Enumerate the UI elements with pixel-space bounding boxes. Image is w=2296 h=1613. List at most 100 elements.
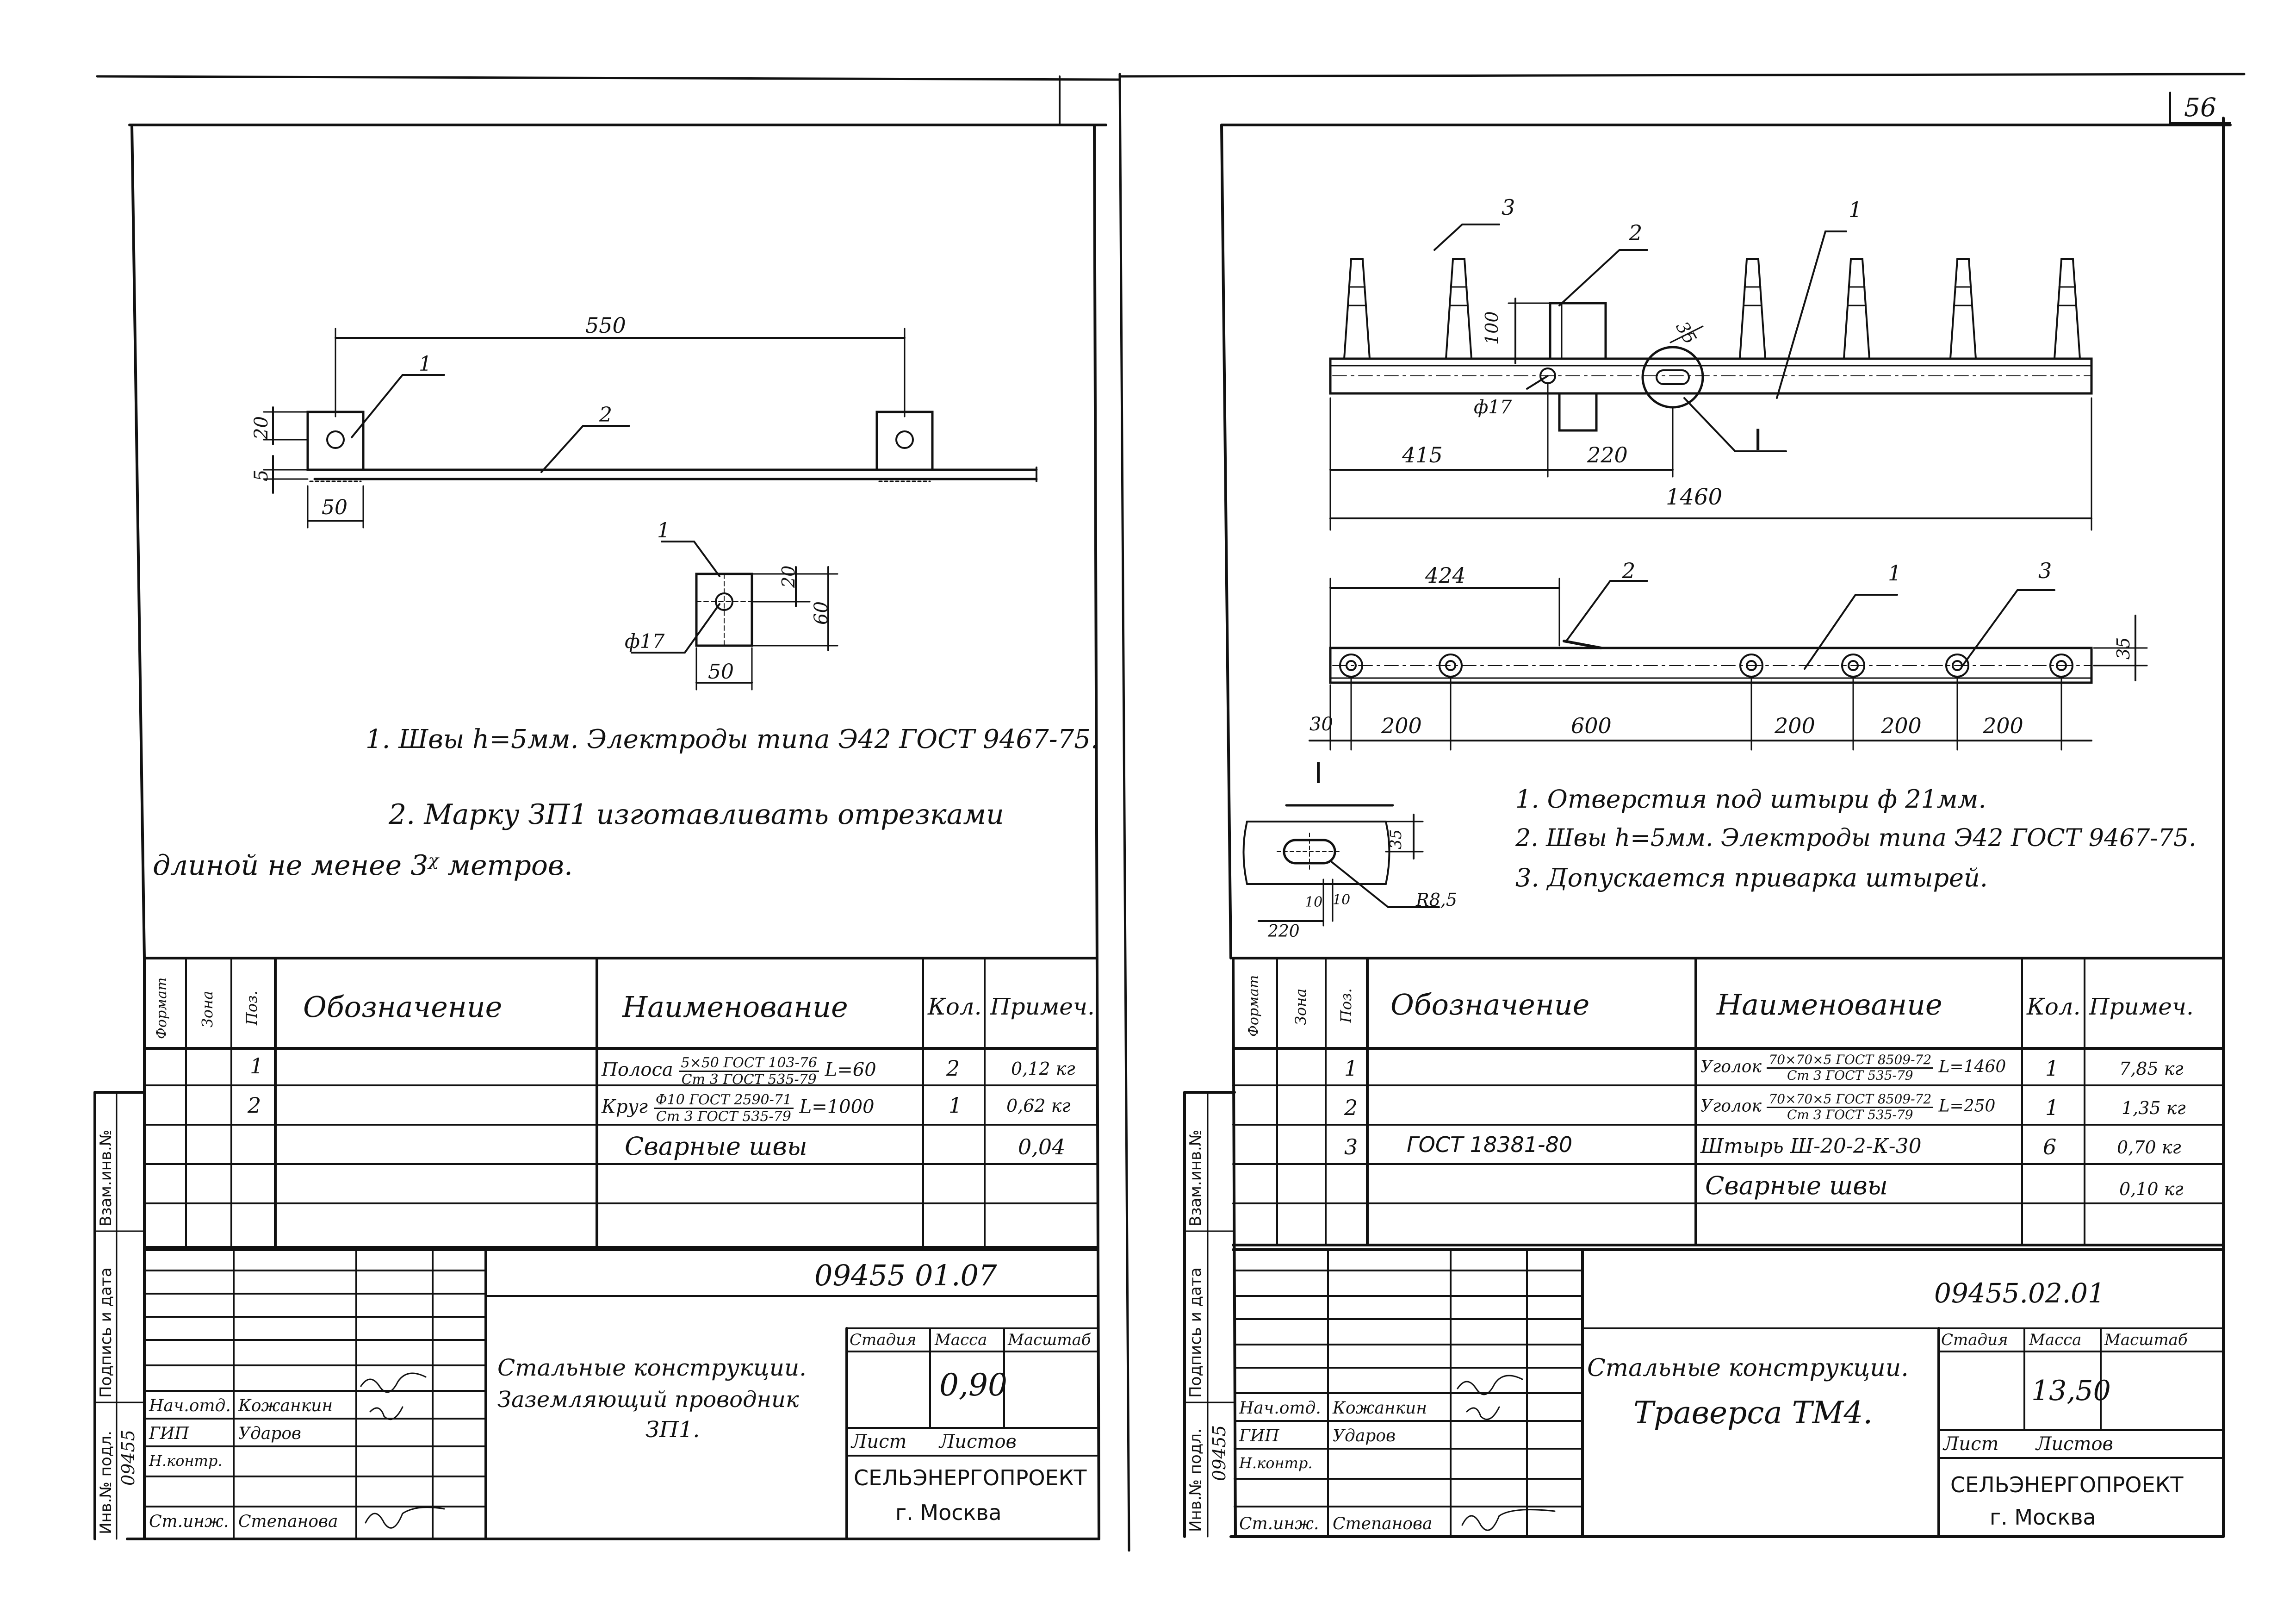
title-line-1: Стальные конструкции.	[1587, 1354, 1909, 1382]
detail-radius: R8,5	[1416, 890, 1458, 910]
row1-note: 0,12 кг	[1011, 1059, 1075, 1079]
note-2-cont: длиной не менее 3ᵡ метров.	[153, 849, 573, 882]
mass-label: Масса	[935, 1331, 987, 1349]
callout-3-top: 3	[2038, 558, 2052, 583]
dim-200-3: 200	[1881, 713, 1922, 738]
side-label-signature-date: Подпись и дата	[1186, 1267, 1205, 1398]
dim-415: 415	[1402, 442, 1443, 467]
dim-30: 30	[1309, 714, 1333, 735]
right-side-column	[1184, 1091, 1235, 1538]
sheets-label: Листов	[939, 1431, 1017, 1452]
callout-2: 2	[1629, 220, 1643, 245]
dim-width-50: 50	[322, 496, 348, 519]
callout-1-detail: 1	[657, 519, 670, 542]
callout-3: 3	[1502, 195, 1515, 220]
row3-note: 0,04	[1018, 1134, 1066, 1159]
name-senior-engineer: Степанова	[1333, 1514, 1433, 1533]
detail-dim-220: 220	[1268, 922, 1300, 941]
side-inv-number: 09455	[118, 1430, 138, 1486]
callout-1-top: 1	[1888, 561, 1902, 585]
row3-name: Штырь Ш-20-2-К-30	[1700, 1134, 1922, 1158]
row3-designation: ГОСТ 18381-80	[1407, 1132, 1573, 1157]
callout-2: 2	[599, 403, 612, 427]
scale-label: Масштаб	[2104, 1331, 2188, 1349]
callout-1: 1	[419, 352, 432, 376]
title-line-3: ЗП1.	[645, 1417, 700, 1443]
crossarm-front-view	[1329, 224, 2093, 531]
role-chief-engineer: ГИП	[149, 1424, 189, 1443]
spec-header-pos: Поз.	[243, 990, 261, 1025]
dim-100: 100	[1482, 311, 1502, 345]
row1-note: 7,85 кг	[2119, 1059, 2184, 1079]
title-line-2: Заземляющий проводник	[497, 1387, 799, 1413]
row3-note: 0,70 кг	[2117, 1137, 2181, 1158]
role-senior-engineer: Ст.инж.	[149, 1512, 229, 1531]
role-norm-control: Н.контр.	[149, 1452, 223, 1470]
scale-label: Масштаб	[1008, 1331, 1091, 1349]
dim-thickness-5: 5	[251, 469, 272, 481]
signatures	[360, 1372, 1556, 1531]
stage-label: Стадия	[1941, 1331, 2008, 1349]
side-label-signature-date: Подпись и дата	[97, 1267, 115, 1398]
plate-hole-diameter: ф17	[625, 630, 665, 653]
view-marker-I: I	[1754, 423, 1762, 457]
title-code: 09455 01.07	[814, 1258, 997, 1292]
name-senior-engineer: Степанова	[238, 1512, 338, 1531]
note-2: 2. Марку ЗП1 изготавливать отрезками	[389, 798, 1004, 831]
dim-200-4: 200	[1983, 713, 2023, 738]
org-name: СЕЛЬЭНЕРГОПРОЕКТ	[854, 1465, 1087, 1490]
side-label-original-inv: Инв.№ подл.	[1186, 1428, 1205, 1532]
row4-name: Сварные швы	[1705, 1171, 1888, 1200]
callout-2-top: 2	[1622, 558, 1636, 583]
title-code: 09455.02.01	[1934, 1277, 2105, 1309]
role-chief-engineer: ГИП	[1239, 1426, 1279, 1445]
note-3: 3. Допускается приварка штырей.	[1515, 863, 1988, 892]
spec-header-note: Примеч.	[2089, 993, 2194, 1020]
dim-600: 600	[1571, 713, 1612, 738]
side-label-original-inv: Инв.№ подл.	[97, 1431, 115, 1534]
row2-note: 0,62 кг	[1006, 1096, 1071, 1116]
stage-label: Стадия	[850, 1331, 917, 1349]
left-side-column	[94, 1091, 145, 1540]
role-head-dept: Нач.отд.	[149, 1396, 231, 1415]
left-title-block-grid	[143, 1248, 1098, 1540]
role-senior-engineer: Ст.инж.	[1239, 1514, 1319, 1533]
row3-qty: 6	[2043, 1134, 2057, 1159]
callout-1: 1	[1849, 197, 1862, 222]
row2-pos: 2	[1344, 1095, 1358, 1120]
crossarm-top-view	[1309, 578, 2148, 751]
spec-header-pos: Поз.	[1337, 988, 1355, 1023]
title-line-2: Траверса ТМ4.	[1633, 1395, 1873, 1431]
sheet-label: Лист	[1943, 1433, 1999, 1455]
side-inv-number: 09455	[1209, 1425, 1229, 1481]
detail-dim-35: 35	[1387, 829, 1405, 849]
mass-value: 13,50	[2031, 1375, 2111, 1407]
page-number: 56	[2184, 93, 2216, 122]
org-name: СЕЛЬЭНЕРГОПРОЕКТ	[1950, 1472, 2184, 1497]
right-frame	[1183, 92, 2232, 1538]
dim-35-top: 35	[2113, 637, 2134, 660]
plate-dim-20: 20	[778, 565, 799, 588]
name-head-dept: Кожанкин	[1333, 1399, 1427, 1418]
row1-qty: 1	[2045, 1056, 2059, 1081]
row2-note: 1,35 кг	[2122, 1098, 2186, 1118]
row1-pos: 1	[1344, 1056, 1358, 1081]
left-conductor-view	[263, 328, 1038, 529]
spec-header-format: Формат	[154, 977, 170, 1039]
dim-length: 550	[585, 313, 626, 338]
spec-header-zone: Зона	[199, 990, 216, 1028]
hole-diameter: ф17	[1474, 397, 1512, 418]
dim-1460: 1460	[1666, 484, 1723, 510]
right-title-block-grid	[1232, 1248, 2225, 1538]
org-city: г. Москва	[1990, 1505, 2096, 1530]
row2-pos: 2	[248, 1093, 261, 1118]
mass-value: 0,90	[939, 1367, 1007, 1403]
row1-pos: 1	[250, 1053, 264, 1078]
sheet-divider	[1118, 73, 1130, 1552]
top-edge-left	[96, 75, 1121, 81]
slot-detail	[1242, 804, 1440, 927]
sheet-label: Лист	[851, 1431, 907, 1452]
spec-header-qty: Кол.	[928, 993, 982, 1020]
row3-name: Сварные швы	[625, 1132, 807, 1161]
